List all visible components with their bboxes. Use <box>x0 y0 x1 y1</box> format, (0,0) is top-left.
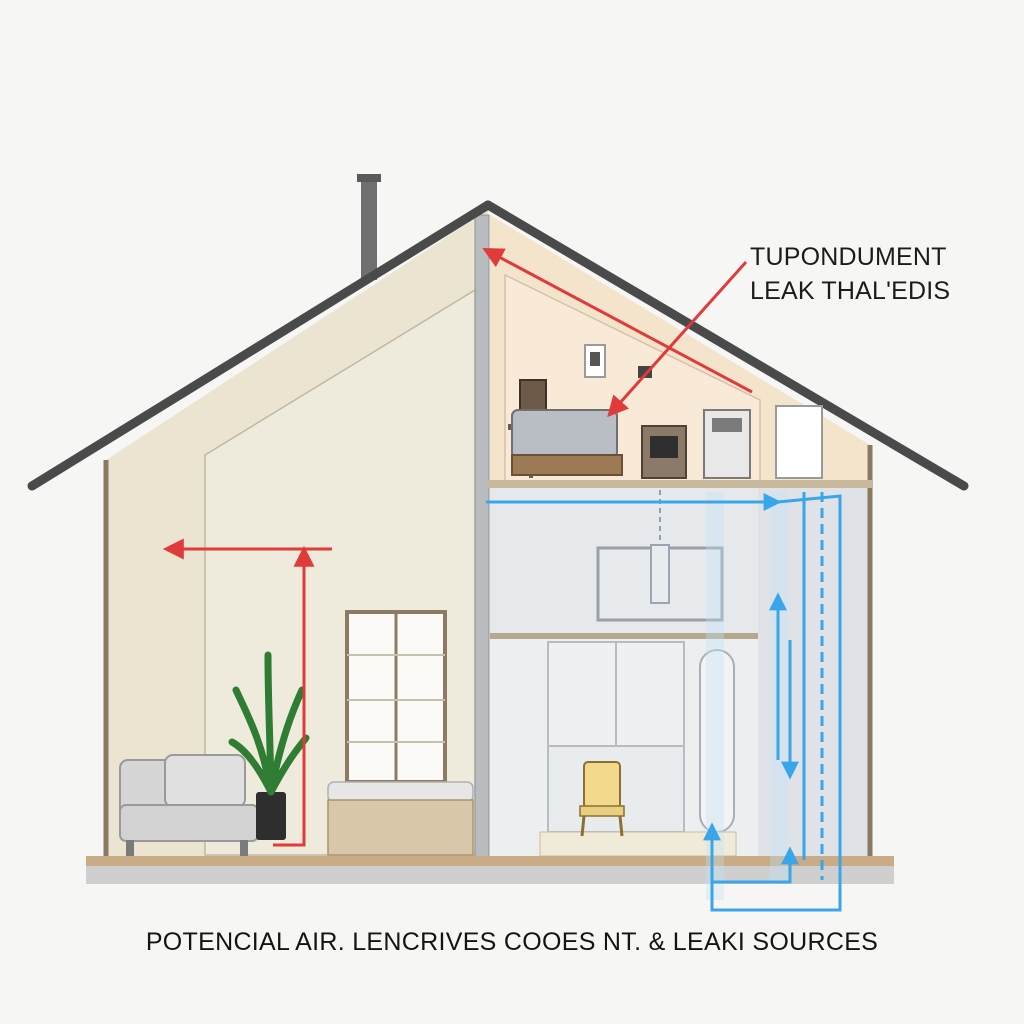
attic-floor <box>488 480 872 488</box>
diagram-caption: POTENCIAL AIR. LENCRIVES COOES NT. & LEA… <box>145 928 879 956</box>
leak-callout-line-2: LEAK THAL'EDIS <box>750 277 951 305</box>
leak-callout-label: TUPONDUMENT LEAK THAL'EDIS <box>750 240 950 308</box>
leak-arrow-left-wall <box>273 545 315 847</box>
chair-icon <box>579 761 625 837</box>
airflow-arrows <box>486 492 842 912</box>
leak-arrows <box>162 248 753 847</box>
window-icon <box>345 610 447 784</box>
box-icon <box>775 405 823 479</box>
roof <box>27 200 969 491</box>
leak-arrow-callout-line <box>607 260 748 418</box>
fridge-icon <box>703 409 751 479</box>
cabinet-icon <box>511 409 623 476</box>
center-wall <box>474 214 490 861</box>
washer-icon <box>641 425 687 479</box>
chimney-icon <box>357 174 381 280</box>
plant-icon <box>228 651 310 840</box>
leak-callout-line-1: TUPONDUMENT <box>750 243 947 271</box>
lamp-icon <box>650 490 670 604</box>
sofa-icon <box>119 754 259 856</box>
airflow-bottom-return <box>712 846 799 884</box>
leak-arrow-roof-line <box>482 248 753 394</box>
floor-slab <box>86 856 894 884</box>
right-lower-floors <box>490 445 873 858</box>
picture-frame-icon <box>584 344 606 378</box>
bench-icon <box>327 781 474 856</box>
